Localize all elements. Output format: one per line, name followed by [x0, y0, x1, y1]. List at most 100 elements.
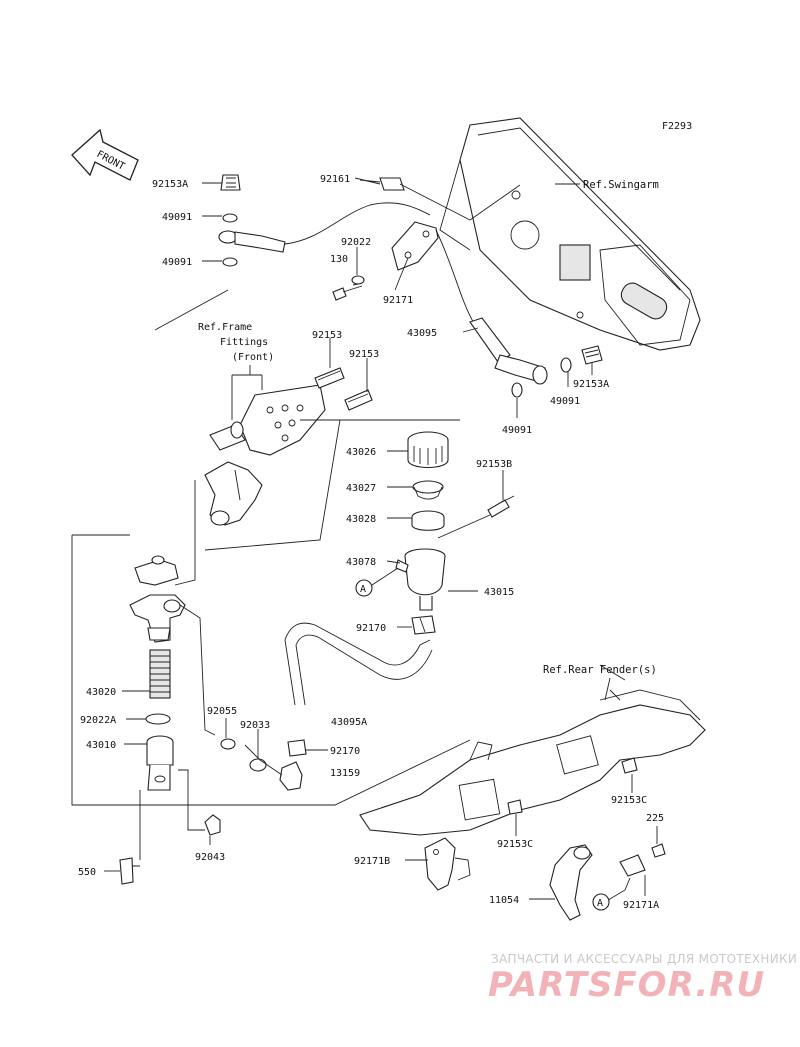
label-92170: 92170 [330, 746, 360, 757]
master-cylinder-bracket [209, 384, 326, 456]
bolt-92153-a [314, 367, 345, 389]
clevis-upper [134, 555, 179, 586]
leader-92055 [179, 604, 216, 736]
ref-rear-fender: Ref.Rear Fender(s) [543, 664, 657, 676]
svg-text:A: A [360, 584, 366, 595]
spring-43020 [149, 649, 171, 699]
label-43010: 43010 [86, 740, 116, 751]
label-49091: 49091 [162, 212, 192, 223]
leader-lines [104, 177, 658, 900]
diagram-code: F2293 [662, 121, 692, 132]
leader-line [371, 567, 399, 586]
screw-225 [651, 843, 666, 858]
callout-a-bottom: A [592, 893, 610, 911]
label-43026: 43026 [346, 447, 376, 458]
banjo-fitting-top [218, 230, 286, 253]
bracket-11054 [549, 844, 593, 921]
label-43027: 43027 [346, 483, 376, 494]
label-49091: 49091 [502, 425, 532, 436]
leader-92043 [178, 769, 205, 831]
pedal-pivot [204, 461, 263, 526]
brake-hose-43095 [435, 229, 548, 385]
label-92153A: 92153A [152, 179, 188, 190]
swingarm-outline [439, 117, 701, 351]
label-49091: 49091 [550, 396, 580, 407]
label-92022A: 92022A [80, 715, 116, 726]
part-labels: 92153A 49091 49091 92161 92022 130 92171… [78, 174, 664, 911]
guide-line [71, 534, 471, 806]
label-92153: 92153 [349, 349, 379, 360]
washer-49091-a [222, 213, 238, 223]
guide-line [174, 480, 196, 586]
label-92161: 92161 [320, 174, 350, 185]
leader-92153B [437, 514, 491, 539]
washer-49091-d [511, 382, 523, 398]
label-92043: 92043 [195, 852, 225, 863]
callout-a-top: A [355, 579, 373, 597]
label-92170: 92170 [356, 623, 386, 634]
bracket-92171B [424, 837, 471, 891]
diaphragm-plate-43027 [412, 480, 444, 500]
label-43015: 43015 [484, 587, 514, 598]
label-92022: 92022 [341, 237, 371, 248]
label-92153C: 92153C [611, 795, 647, 806]
clip-92033 [249, 758, 267, 772]
label-130: 130 [330, 254, 348, 265]
oring-92055 [220, 738, 236, 750]
reservoir-hose-inner [295, 634, 433, 706]
brake-hose-upper [284, 202, 431, 245]
pin-92043 [204, 814, 221, 836]
bolt-92153-b [344, 389, 373, 411]
ref-frame-line2: Fittings [220, 337, 268, 348]
label-92055: 92055 [207, 706, 237, 717]
watermark-brand: PARTSFOR.RU [488, 965, 765, 1005]
washer-92022 [351, 275, 365, 285]
washer-49091-b [222, 257, 238, 267]
leader-line [244, 744, 283, 776]
label-11054: 11054 [489, 895, 519, 906]
master-cylinder-body [129, 594, 186, 643]
label-92153C: 92153C [497, 839, 533, 850]
label-92033: 92033 [240, 720, 270, 731]
label-43095: 43095 [407, 328, 437, 339]
svg-text:A: A [597, 898, 603, 909]
label-43020: 43020 [86, 687, 116, 698]
push-rod-43010 [146, 735, 174, 791]
label-92153A: 92153A [573, 379, 609, 390]
hose-bracket-92171 [391, 221, 439, 271]
screw-92153C-a [507, 799, 523, 815]
hose-elbow-13159 [279, 761, 303, 791]
reservoir-cap-43026 [407, 431, 449, 469]
banjo-bolt-right [581, 345, 603, 365]
bolt-130 [332, 285, 363, 301]
banjo-bolt-top [220, 174, 241, 191]
screw-92153C-b [621, 757, 638, 774]
guide-line [204, 419, 341, 551]
label-92153: 92153 [312, 330, 342, 341]
reservoir-hose-outer [284, 622, 431, 706]
watermark: ЗАПЧАСТИ И АКСЕССУАРЫ ДЛЯ МОТОТЕХНИКИ PA… [488, 952, 797, 1005]
cotter-pin-550 [119, 857, 134, 885]
washer-49091-c [560, 357, 572, 373]
leader-550 [132, 790, 141, 867]
label-92171: 92171 [383, 295, 413, 306]
label-92153B: 92153B [476, 459, 512, 470]
reservoir-43015 [395, 548, 446, 611]
watermark-tagline: ЗАПЧАСТИ И АКСЕССУАРЫ ДЛЯ МОТОТЕХНИКИ [491, 952, 797, 966]
label-49091: 49091 [162, 257, 192, 268]
oring-92022A [145, 713, 171, 725]
label-225: 225 [646, 813, 664, 824]
leader-rear-fender [604, 677, 611, 701]
hose-clip-92161 [379, 177, 405, 191]
clamp-92170-b [287, 739, 307, 757]
label-43078: 43078 [346, 557, 376, 568]
screw-92153B [487, 495, 515, 518]
label-92171A: 92171A [623, 900, 659, 911]
ref-frame-line1: Ref.Frame [198, 322, 252, 333]
clamp-92170-a [411, 615, 436, 635]
label-550: 550 [78, 867, 96, 878]
label-43095A: 43095A [331, 717, 367, 728]
label-92171B: 92171B [354, 856, 390, 867]
